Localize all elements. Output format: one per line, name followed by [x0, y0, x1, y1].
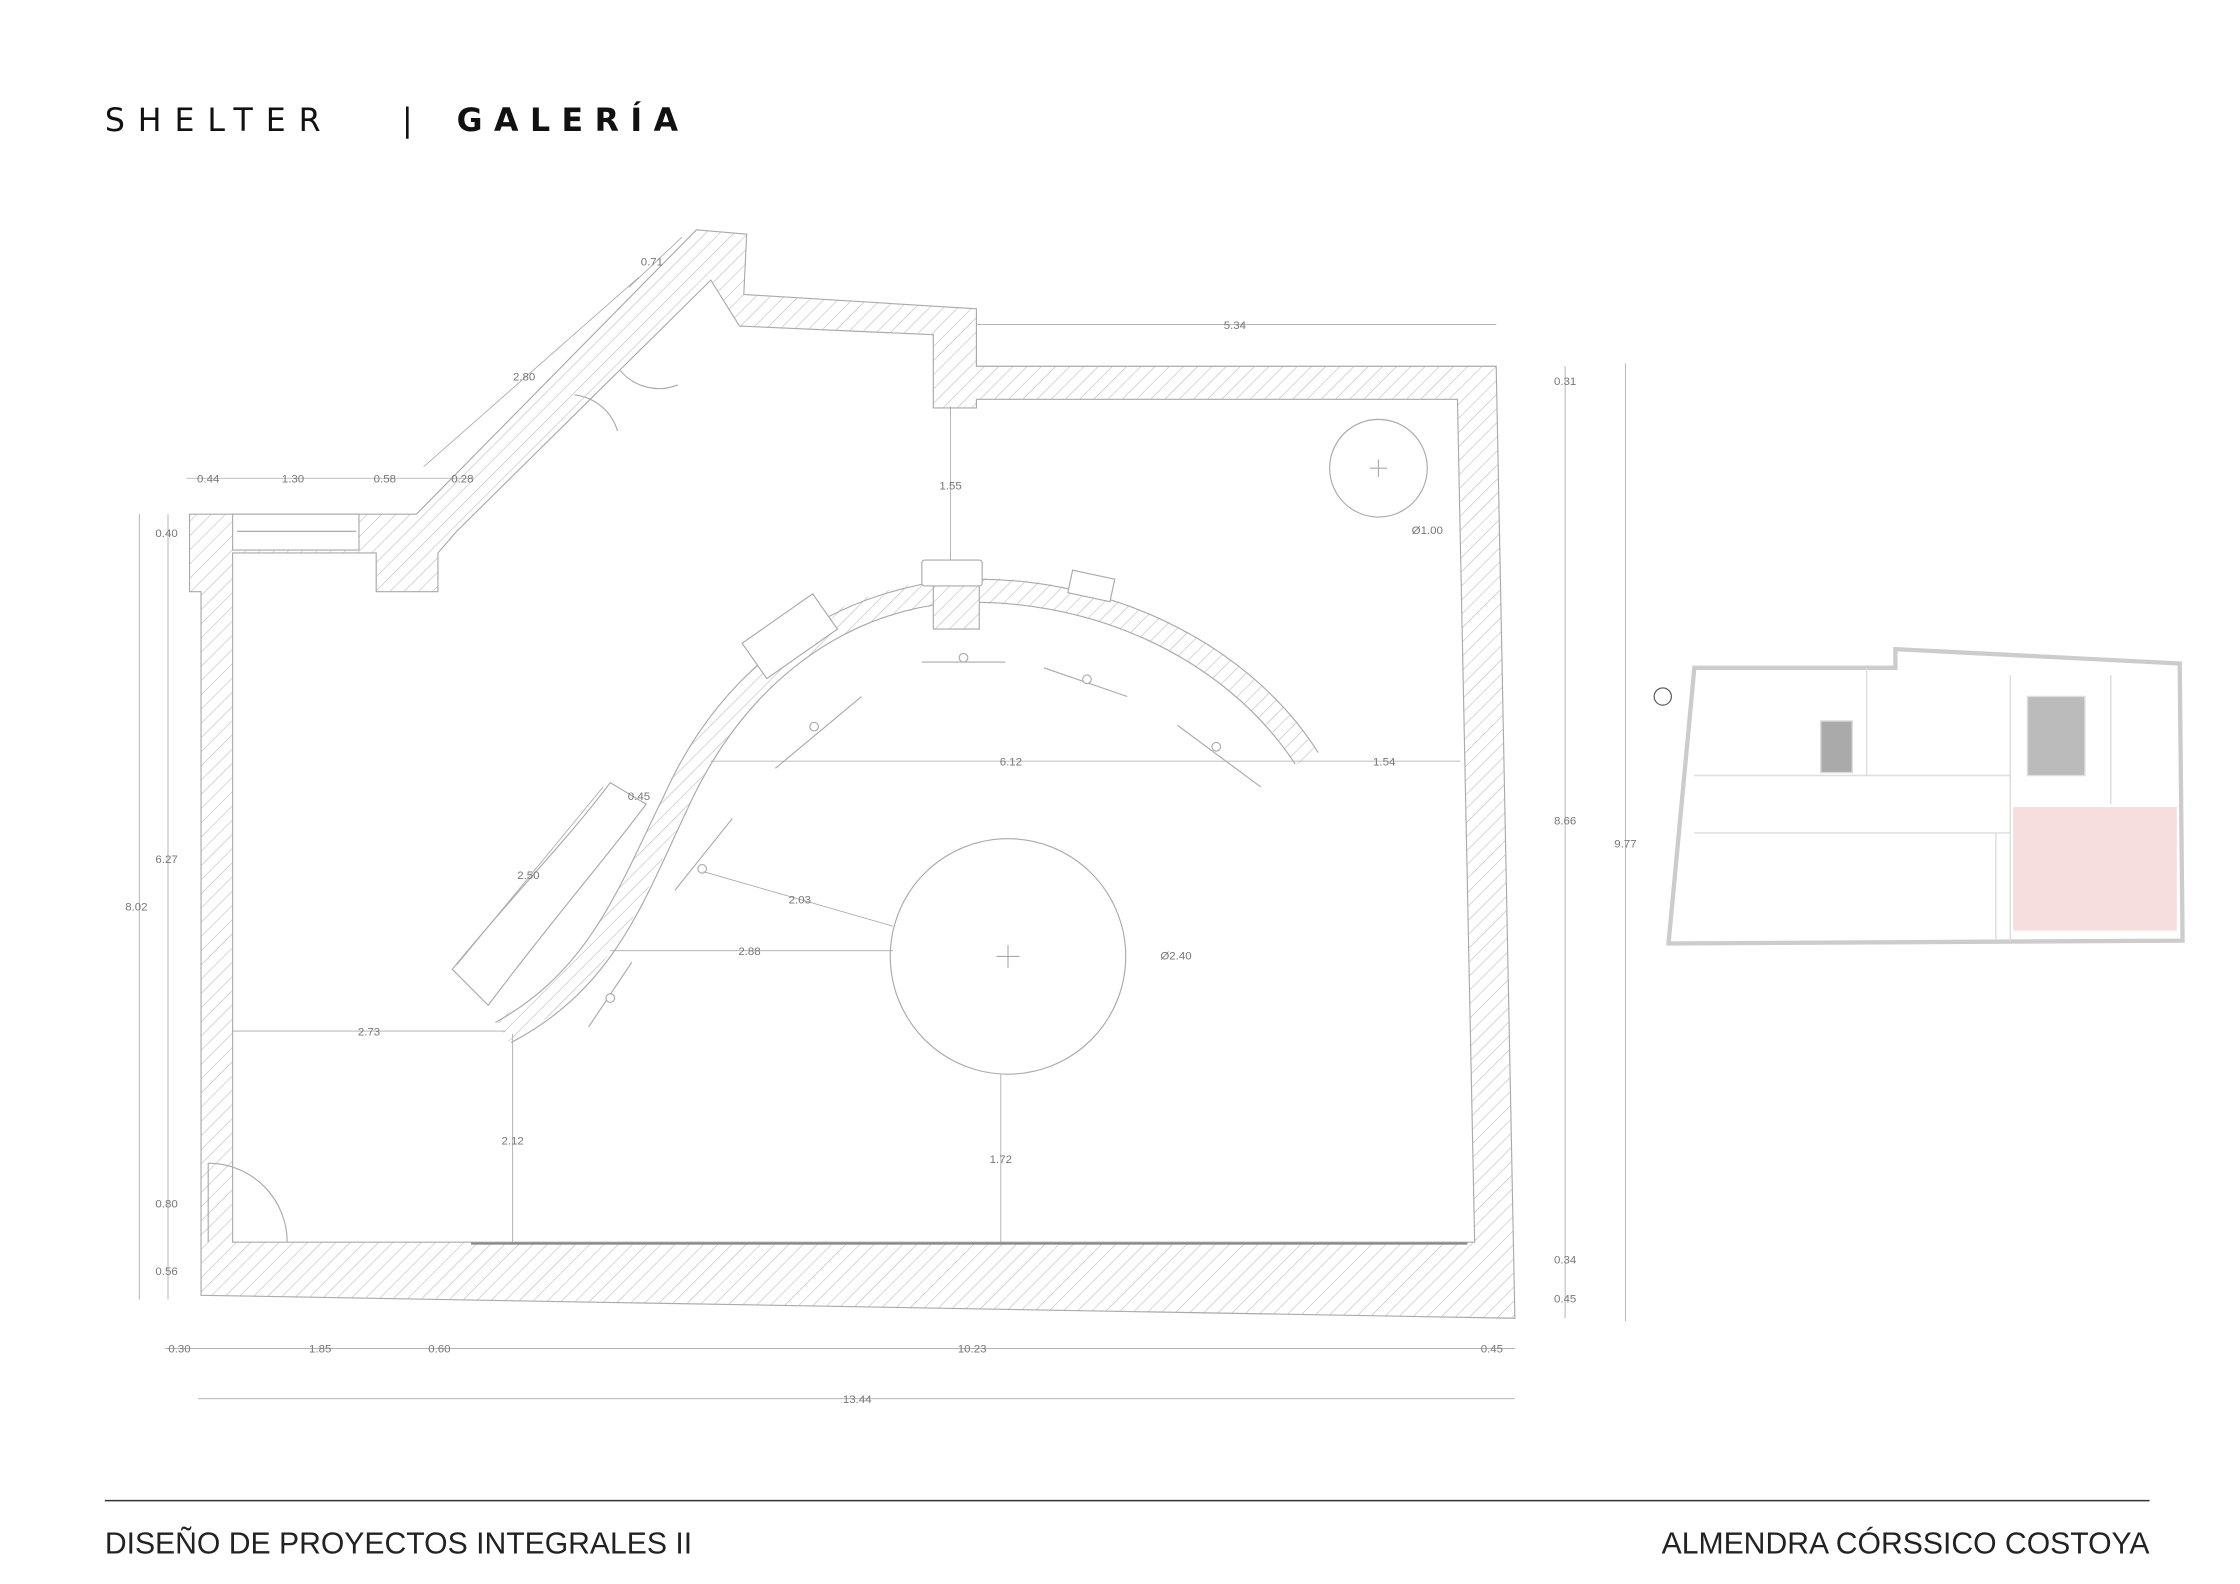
dim-label: 1.54 — [1373, 756, 1396, 768]
title-separator: | — [402, 103, 426, 139]
dim-label: 2.80 — [513, 372, 535, 384]
dim-label: 6.12 — [1000, 756, 1022, 768]
dim-label: 13.44 — [843, 1394, 872, 1406]
dim-label: 0.45 — [628, 791, 650, 803]
central-round-platform — [889, 838, 1127, 1075]
dim-label: 2.12 — [501, 1136, 523, 1148]
exterior-walls — [188, 229, 1516, 1319]
dim-label: 0.34 — [1554, 1255, 1577, 1267]
title-galeria: GALERÍA — [457, 101, 690, 139]
course-name: DISEÑO DE PROYECTOS INTEGRALES II — [105, 1527, 692, 1561]
dim-label: 2.88 — [738, 946, 760, 958]
page-title: SHELTER | GALERÍA — [105, 101, 690, 139]
dim-label: 10.23 — [958, 1344, 987, 1356]
display-panels — [588, 652, 1262, 1028]
dim-label: 0.30 — [168, 1344, 190, 1356]
dim-label: 0.31 — [1554, 376, 1576, 388]
key-plan — [1653, 646, 2185, 946]
dim-label: 2.73 — [358, 1026, 380, 1038]
dim-label: 8.02 — [125, 901, 147, 913]
dim-label: 0.40 — [155, 528, 177, 540]
dim-label: 0.80 — [155, 1199, 177, 1211]
window-top-left — [232, 513, 360, 551]
dim-label: 1.30 — [282, 474, 304, 486]
bench-curved — [451, 781, 647, 1007]
dim-label: 0.28 — [451, 474, 473, 486]
dim-label: Ø2.40 — [1160, 950, 1191, 962]
dim-label: 2.50 — [517, 870, 539, 882]
north-arrow-icon — [1653, 687, 1672, 706]
dim-label: 5.34 — [1224, 320, 1247, 332]
dim-label: 1.72 — [990, 1154, 1012, 1166]
dim-label: 1.85 — [309, 1344, 331, 1356]
dim-label: 1.55 — [939, 481, 961, 493]
dim-label: 2.03 — [789, 894, 811, 906]
title-shelter: SHELTER — [105, 103, 334, 139]
entrance-door — [207, 1162, 288, 1243]
dim-label: 9.77 — [1614, 838, 1636, 850]
dim-label: 0.56 — [155, 1266, 177, 1278]
author-name: ALMENDRA CÓRSSICO COSTOYA — [1662, 1528, 2151, 1561]
column-round — [1329, 418, 1428, 518]
dim-label: 0.45 — [1554, 1293, 1576, 1305]
dim-label: 0.44 — [197, 474, 220, 486]
dim-label: 0.58 — [374, 474, 396, 486]
dim-label: 8.66 — [1554, 815, 1576, 827]
dim-label: 0.60 — [428, 1344, 450, 1356]
dim-label: 0.71 — [641, 257, 663, 269]
dim-label: Ø1.00 — [1412, 525, 1443, 537]
floor-plan: 0.71 2.80 0.44 1.30 0.58 0.28 1.55 5.34 … — [125, 229, 1637, 1406]
key-plan-highlight — [2013, 807, 2177, 931]
dimension-labels: 0.71 2.80 0.44 1.30 0.58 0.28 1.55 5.34 … — [125, 257, 1636, 1406]
dim-label: 6.27 — [155, 854, 177, 866]
dim-label: 0.45 — [1481, 1344, 1503, 1356]
